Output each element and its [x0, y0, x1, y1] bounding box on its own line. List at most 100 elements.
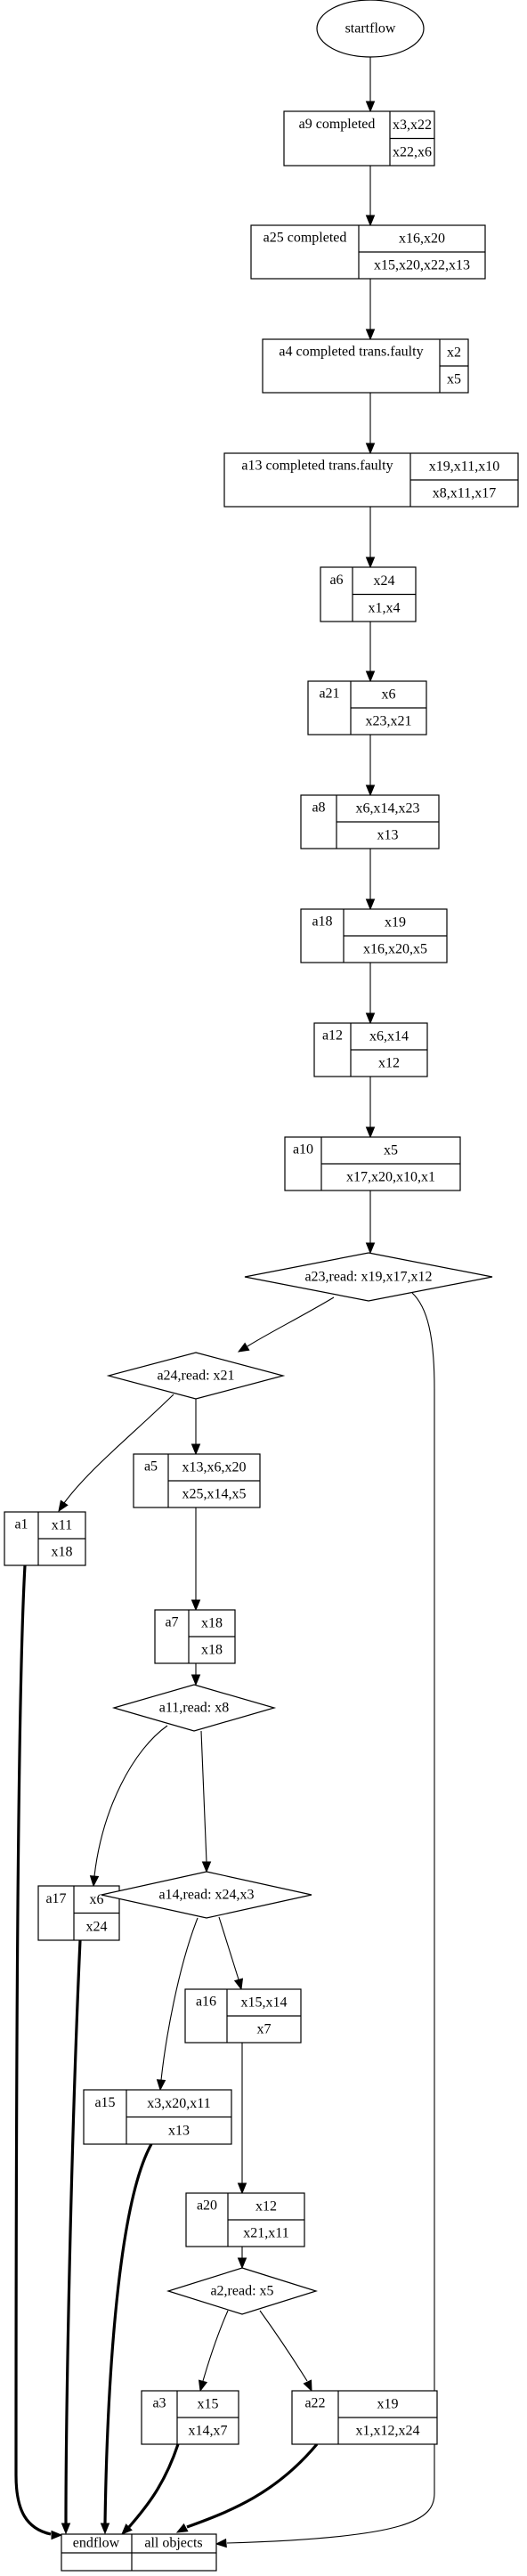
activity-a17-top-vars: x6: [90, 1892, 104, 1907]
activity-a21-name: a21: [319, 687, 339, 702]
activity-a25-name: a25 completed: [264, 231, 347, 246]
edge-a11-a14: [200, 1730, 207, 1863]
edge-a17-endflow-arrowhead: [61, 2523, 71, 2535]
activity-a25-top-vars: x16,x20: [399, 232, 445, 247]
edge-a11-a17-arrowhead: [89, 1875, 100, 1888]
activity-a5: a5 x13,x6,x20 x25,x14,x5: [133, 1453, 261, 1508]
activity-a21-top-vars: x6: [382, 687, 396, 703]
edge-a23-a24: [247, 1296, 335, 1347]
activity-a20-bottom-vars: x21,x11: [243, 2226, 288, 2241]
activity-a5-bottom-vars: x25,x14,x5: [182, 1487, 247, 1502]
activity-a1-name: a1: [14, 1517, 28, 1532]
activity-a12-top-vars: x6,x14: [369, 1029, 409, 1044]
activity-a17-bottom-vars: x24: [86, 1919, 108, 1934]
activity-a9-name: a9 completed: [299, 117, 376, 132]
edge-a18-a12-arrowhead: [365, 1012, 376, 1025]
edge-a12-a10-arrowhead: [365, 1126, 376, 1139]
startflow-node: startflow: [316, 0, 425, 58]
edge-a25-a4-arrowhead: [365, 329, 376, 341]
activity-a21-bottom-vars: x23,x21: [366, 714, 412, 729]
activity-a5-name: a5: [144, 1459, 158, 1475]
edge-a2-a3-arrowhead: [198, 2379, 208, 2393]
activity-a20-name: a20: [197, 2198, 217, 2214]
activity-a5-top-vars: x13,x6,x20: [182, 1460, 247, 1475]
decision-a24-label: a24,read: x21: [157, 1369, 234, 1384]
edge-a17-endflow: [64, 1939, 82, 2524]
edge-a23-allobjects: [226, 1292, 435, 2544]
activity-a22-bottom-vars: x1,x12,x24: [356, 2424, 420, 2439]
activity-a10-name: a10: [293, 1142, 313, 1158]
activity-a20-top-vars: x12: [255, 2199, 277, 2214]
edge-a11-a17: [93, 1725, 168, 1877]
activity-a3-top-vars: x15: [198, 2397, 219, 2412]
edge-a9-a25-arrowhead: [365, 215, 376, 227]
edges-layer: [14, 57, 435, 2548]
edge-a14-a15-arrowhead: [156, 2079, 166, 2092]
edge-startflow-a9-arrowhead: [365, 101, 376, 113]
activity-a6-top-vars: x24: [374, 573, 395, 589]
activity-a4-bottom-vars: x5: [447, 372, 461, 387]
edge-a2-a22: [259, 2310, 308, 2382]
decision-a14-diamond: [101, 1871, 312, 1919]
activity-a7-top-vars: x18: [201, 1616, 223, 1631]
activity-a15-name: a15: [94, 2095, 115, 2110]
activity-a21: a21 x6 x23,x21: [307, 680, 427, 735]
activity-a13-name: a13 completed trans.faulty: [241, 459, 393, 474]
activity-a13-bottom-vars: x8,x11,x17: [433, 486, 496, 501]
decision-a2-label: a2,read: x5: [210, 2284, 273, 2299]
edge-a5-a7-arrowhead: [191, 1599, 201, 1612]
activity-a8-top-vars: x6,x14,x23: [356, 801, 420, 817]
edge-a21-a8-arrowhead: [365, 784, 376, 797]
activity-a15-bottom-vars: x13: [168, 2123, 190, 2138]
decision-a24-diamond: [106, 1352, 286, 1400]
decision-a14: a14,read: x24,x3: [101, 1871, 312, 1919]
edge-a1-endflow-arrowhead: [51, 2530, 63, 2540]
edge-a11-a14-arrowhead: [201, 1861, 212, 1873]
activity-a15-top-vars: x3,x20,x11: [147, 2096, 210, 2111]
activity-a10-bottom-vars: x17,x20,x10,x1: [346, 1170, 435, 1185]
edge-a4-a13-arrowhead: [365, 443, 376, 455]
activity-a12-name: a12: [322, 1028, 343, 1044]
edge-a22-endflow-arrowhead: [175, 2523, 189, 2533]
edge-a1-endflow: [14, 1564, 52, 2536]
startflow-label: startflow: [345, 21, 396, 37]
activity-a4-frame: [262, 338, 469, 394]
edge-a10-a23-arrowhead: [365, 1242, 376, 1255]
decision-a11-diamond: [111, 1684, 277, 1732]
decision-a2-diamond: [166, 2267, 319, 2315]
decision-a23-label: a23,read: x19,x17,x12: [304, 1270, 432, 1285]
edge-a16-a20-arrowhead: [237, 2182, 247, 2195]
edge-a6-a21-arrowhead: [365, 670, 376, 683]
activity-a9-top-vars: x3,x22: [393, 118, 432, 133]
endflow-label: endflow: [73, 2536, 120, 2551]
edge-a24-a1: [63, 1394, 174, 1504]
decision-a23-diamond: [244, 1252, 493, 1302]
edge-a24-a1-arrowhead: [58, 1499, 69, 1513]
edge-a8-a18-arrowhead: [365, 898, 376, 911]
edge-a23-a24-arrowhead: [237, 1342, 250, 1353]
activity-a7-name: a7: [165, 1615, 178, 1630]
edge-a15-endflow-arrowhead: [100, 2523, 110, 2535]
edge-a24-a5-arrowhead: [191, 1443, 201, 1456]
activity-a22-name: a22: [304, 2396, 325, 2411]
decision-a11: a11,read: x8: [111, 1684, 277, 1732]
edge-a22-endflow: [186, 2442, 319, 2529]
edge-a20-a2-arrowhead: [237, 2257, 247, 2270]
activity-a6-name: a6: [329, 573, 343, 588]
